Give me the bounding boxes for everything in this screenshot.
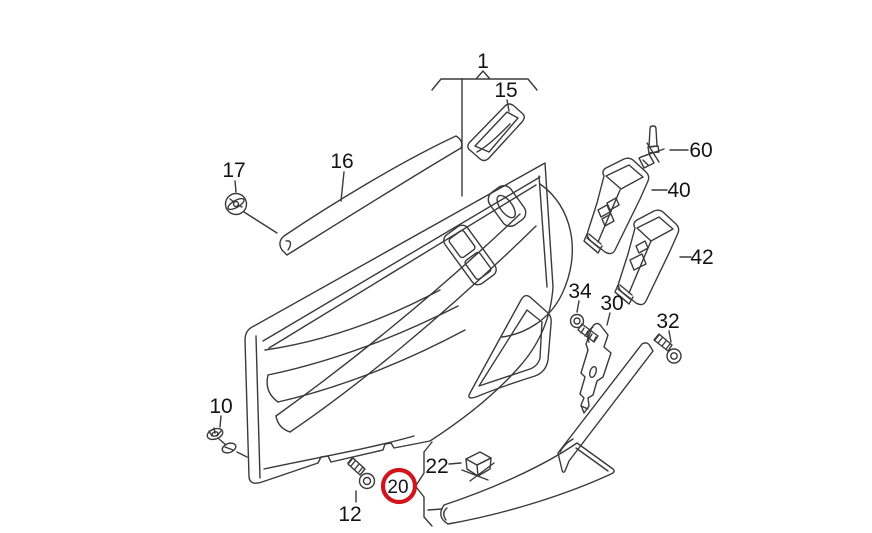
pocket-left-end: [266, 374, 279, 403]
armrest-top-contour: [264, 289, 441, 351]
part-label-16[interactable]: 16: [330, 150, 353, 173]
bulb-60: [638, 125, 665, 169]
callout-22: 22: [425, 455, 462, 478]
group-bracket: [431, 70, 538, 91]
screw-32: [653, 333, 682, 364]
dash-20-to-strip: [427, 508, 443, 511]
upper-trim-strip-16: [279, 135, 463, 256]
screw-12: [347, 457, 376, 490]
callout-1: 1: [431, 50, 538, 197]
door-pull-upper-edge: [275, 213, 521, 417]
switch-42: [614, 209, 680, 306]
callout-10: 10: [209, 395, 233, 428]
pocket-rim-top: [267, 305, 459, 376]
part-label-30[interactable]: 30: [600, 292, 623, 315]
right-edge-inner-line: [538, 175, 548, 288]
part-label-60[interactable]: 60: [689, 139, 712, 162]
part-label-1[interactable]: 1: [477, 50, 489, 73]
part-label-20[interactable]: 20: [387, 477, 408, 498]
highlight-circle-20[interactable]: [380, 467, 418, 505]
pocket-rim-bottom: [277, 329, 466, 403]
part-label-32[interactable]: 32: [656, 310, 679, 333]
trim-insert-15: [467, 103, 525, 162]
sill-trim-strip: [440, 442, 615, 525]
door-panel-inner-edge: [255, 335, 261, 479]
leader-10: [219, 415, 222, 428]
leader-15: [506, 99, 510, 112]
brace-20: [416, 441, 433, 527]
part-label-40[interactable]: 40: [667, 179, 690, 202]
callout-60: 60: [669, 139, 713, 162]
callout-40: 40: [651, 179, 691, 202]
callout-30: 30: [600, 292, 624, 326]
window-sill-inner-line: [262, 176, 541, 342]
leader-17: [234, 180, 237, 193]
leader-32: [668, 330, 672, 343]
part-label-12[interactable]: 12: [338, 503, 361, 526]
part-label-22[interactable]: 22: [425, 455, 448, 478]
callout-12: 12: [338, 490, 362, 526]
door-panel-drawing: [244, 162, 573, 484]
leader-30: [606, 312, 611, 326]
clip-17: [224, 192, 278, 234]
leader-22: [448, 462, 462, 465]
callout-17: 17: [222, 159, 246, 193]
callout-32: 32: [656, 310, 680, 343]
switch-40: [583, 157, 650, 255]
window-sill-second-line: [268, 184, 537, 349]
part-label-15[interactable]: 15: [494, 79, 517, 102]
callout-20-highlighted: 20: [380, 441, 443, 527]
pillar-trim-strip: [557, 342, 654, 473]
door-pull-lower-edge: [289, 225, 537, 433]
callout-15: 15: [494, 79, 518, 112]
triangle-inset-outer: [468, 294, 552, 399]
panel-bottom-inner-line: [263, 435, 415, 470]
part-label-34[interactable]: 34: [568, 280, 592, 303]
leader-16: [340, 171, 345, 202]
door-handle-cup: [487, 185, 527, 227]
callout-34: 34: [568, 280, 592, 313]
callout-42: 42: [679, 246, 714, 269]
speaker-arc: [501, 183, 573, 338]
leader-34: [576, 300, 580, 313]
clip-22: [461, 451, 495, 482]
triangle-inset-inner: [478, 309, 543, 387]
screw-34: [569, 313, 599, 343]
part-label-10[interactable]: 10: [209, 395, 232, 418]
bracket-30: [579, 322, 612, 414]
part-label-42[interactable]: 42: [690, 246, 713, 269]
part-label-17[interactable]: 17: [222, 159, 245, 182]
callout-16: 16: [330, 150, 354, 202]
door-panel-outline: [244, 162, 554, 484]
switch-opening: [443, 224, 497, 286]
door-pull-end-cap: [275, 415, 291, 433]
clip-10: [206, 427, 248, 458]
